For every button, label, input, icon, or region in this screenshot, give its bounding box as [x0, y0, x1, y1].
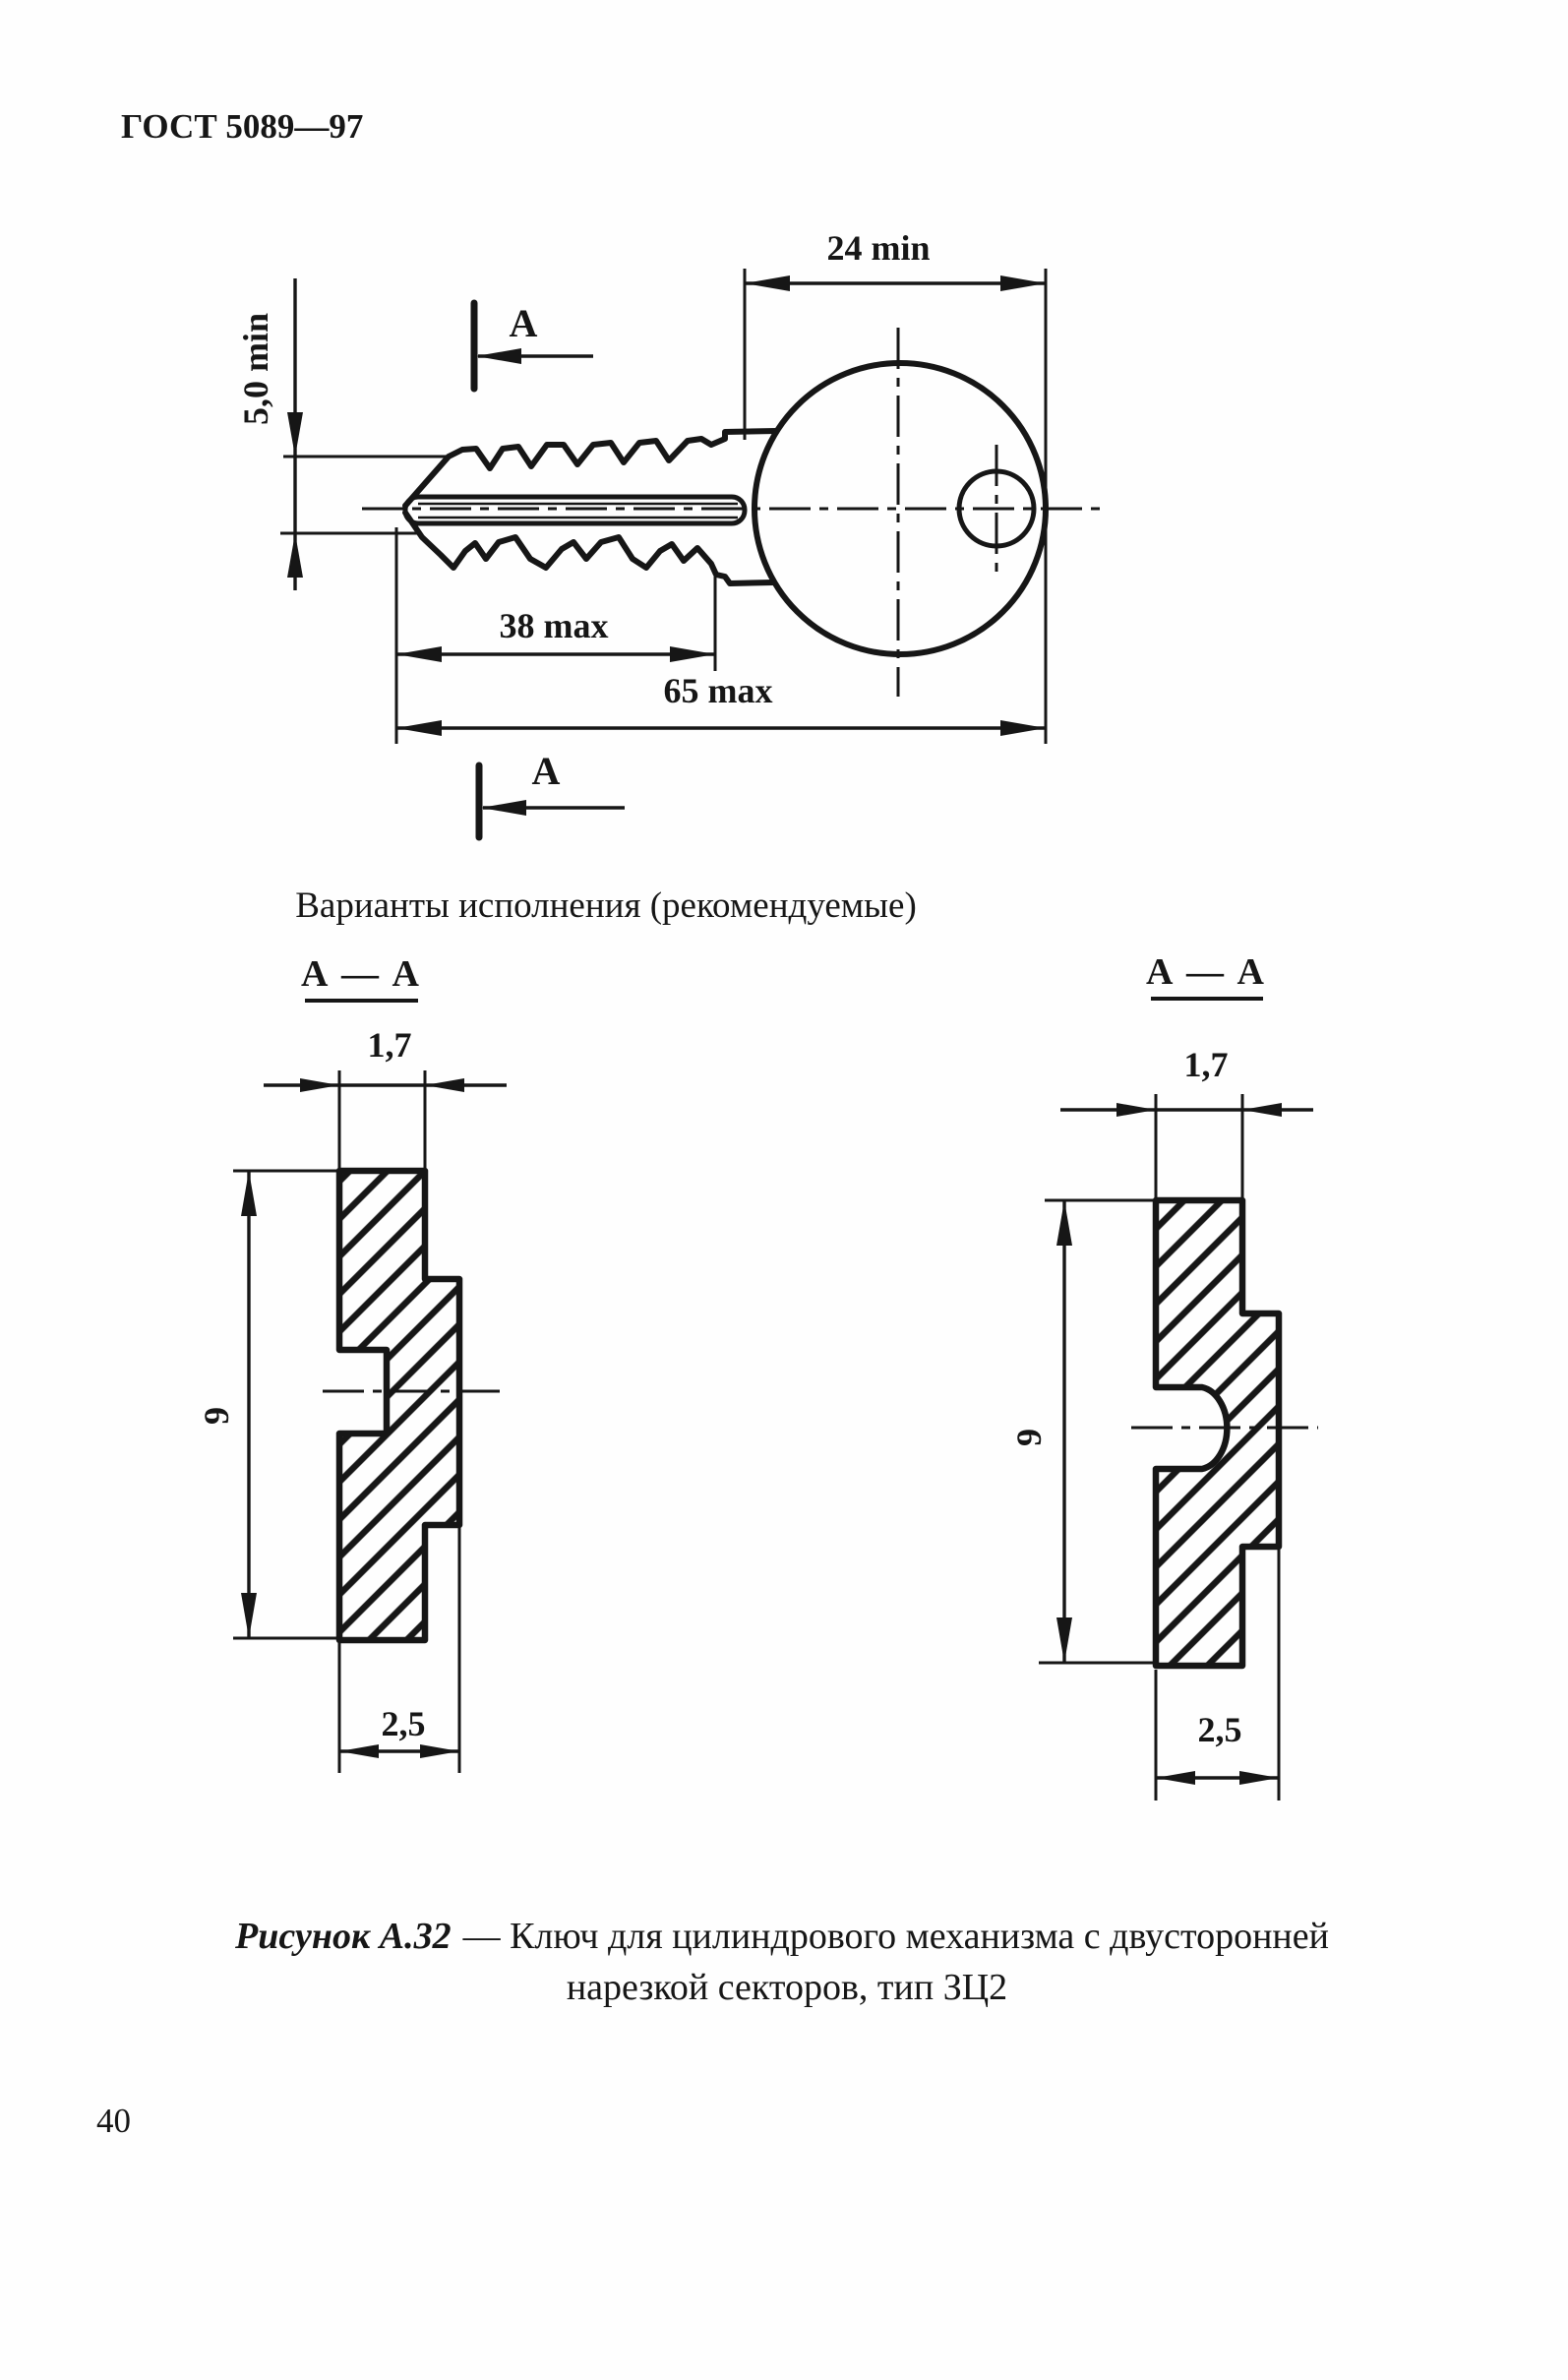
dim-label-17-left: 1,7 — [368, 1025, 412, 1065]
caption-label: Рисунок А.32 — [234, 1916, 452, 1957]
arrowhead — [339, 1744, 379, 1758]
arrowhead — [1000, 275, 1046, 291]
section-title-left: А — А — [301, 953, 421, 995]
arrowhead — [241, 1593, 257, 1638]
key-side-view: 24 min 5,0 min 38 max 65 max А А — [236, 228, 1102, 841]
arrowhead — [1000, 720, 1046, 736]
dim-label-24min: 24 min — [826, 228, 930, 268]
section-profile-left — [335, 1167, 463, 1644]
dim-label-38max: 38 max — [500, 606, 609, 645]
arrowhead — [425, 1078, 464, 1092]
caption-line2: нарезкой секторов, тип ЗЦ2 — [567, 1967, 1007, 2008]
arrowhead — [287, 533, 303, 578]
standard-header: ГОСТ 5089—97 — [121, 107, 363, 146]
arrowhead — [1056, 1200, 1072, 1246]
dim-label-25-left: 2,5 — [382, 1704, 426, 1743]
arrowhead — [481, 800, 526, 816]
caption-line1: Рисунок А.32— Ключ для цилиндрового меха… — [234, 1916, 1329, 1957]
dim-label-17-right: 1,7 — [1184, 1045, 1229, 1084]
arrowhead — [241, 1171, 257, 1216]
figure-caption: Рисунок А.32— Ключ для цилиндрового меха… — [234, 1916, 1329, 2008]
variants-heading: Варианты исполнения (рекомендуемые) — [295, 885, 917, 926]
cross-section-left: А — А 1,7 9 2,5 — [197, 953, 507, 1773]
arrowhead — [1056, 1617, 1072, 1663]
arrowhead — [1116, 1103, 1156, 1117]
page-number: 40 — [96, 2102, 131, 2140]
extension-lines — [337, 1070, 427, 1171]
caption-line1-rest: — Ключ для цилиндрового механизма с двус… — [462, 1916, 1329, 1957]
arrowhead — [396, 646, 442, 662]
arrowhead — [1156, 1771, 1195, 1785]
blade-bottom-edge — [402, 510, 776, 586]
extension-lines-top-view — [280, 269, 1048, 744]
extension-lines — [233, 1169, 339, 1640]
section-marker-bottom-label: А — [532, 749, 561, 793]
cross-section-right: А — А 1,7 9 2,5 — [1009, 951, 1318, 1800]
key-bar-detail-lines — [418, 502, 738, 519]
extension-lines — [1154, 1094, 1244, 1200]
arrowhead — [420, 1744, 459, 1758]
dim-label-5min: 5,0 min — [236, 313, 275, 425]
key-bar — [402, 494, 748, 526]
arrowhead — [1242, 1103, 1282, 1117]
arrowhead — [745, 275, 790, 291]
dim-label-65max: 65 max — [664, 671, 773, 710]
dim-label-9-right: 9 — [1009, 1429, 1049, 1446]
section-marker-top: А — [470, 299, 593, 393]
blade-top-edge — [402, 428, 779, 509]
section-profile-right — [1152, 1196, 1283, 1670]
arrowhead — [670, 646, 715, 662]
section-marker-bottom: А — [475, 749, 625, 841]
arrowhead — [396, 720, 442, 736]
arrowhead — [287, 412, 303, 457]
section-title-right: А — А — [1146, 951, 1266, 993]
dim-label-25-right: 2,5 — [1198, 1710, 1242, 1749]
arrowhead — [1239, 1771, 1279, 1785]
section-marker-top-label: А — [510, 301, 538, 345]
extension-lines — [1039, 1198, 1156, 1665]
dim-label-9-left: 9 — [197, 1407, 236, 1425]
arrowhead — [476, 348, 521, 364]
arrowhead — [300, 1078, 339, 1092]
